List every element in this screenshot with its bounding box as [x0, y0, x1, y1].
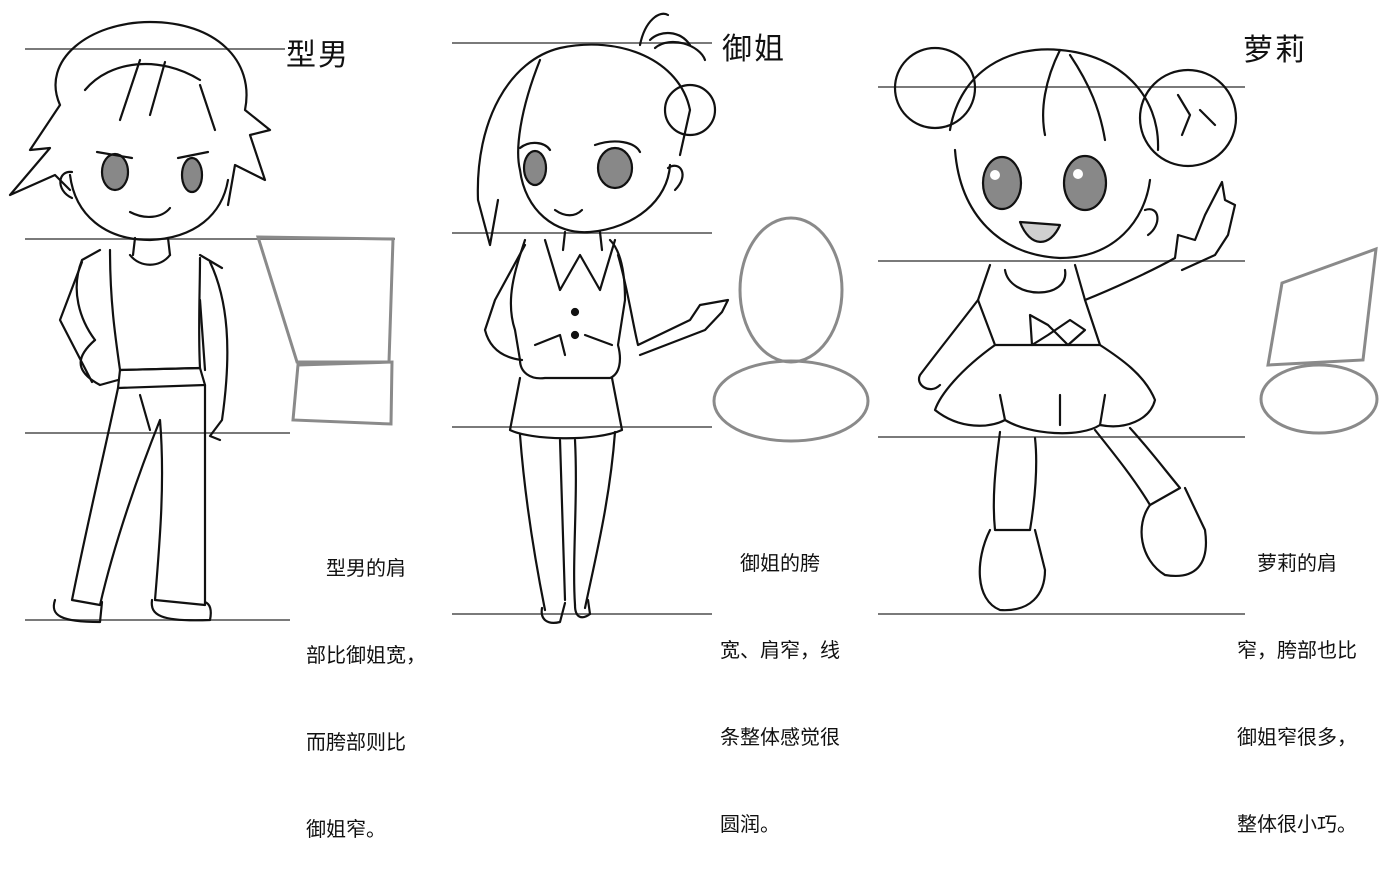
caption-line: 部比御姐宽，: [306, 643, 426, 667]
title-xingnan: 型男: [286, 38, 350, 73]
caption-luoli: 萝莉的肩 窄，胯部也比 御姐窄很多， 整体很小巧。: [1237, 491, 1357, 868]
shoulder-shape-yujie: [738, 216, 844, 364]
title-luoli: 萝莉: [1243, 33, 1307, 68]
shoulder-shape-luoli: [1266, 246, 1378, 367]
character-luoli: [893, 46, 1238, 612]
caption-line: 圆润。: [720, 812, 780, 836]
caption-line: 萝莉的肩: [1237, 551, 1337, 575]
caption-line: 整体很小巧。: [1237, 812, 1357, 836]
title-yujie: 御姐: [722, 32, 786, 67]
caption-line: 宽、肩窄，线: [720, 638, 840, 662]
hip-shape-xingnan: [291, 360, 394, 426]
caption-line: 型男的肩: [306, 556, 406, 580]
caption-line: 条整体感觉很: [720, 725, 840, 749]
illustration-canvas: [8, 12, 1379, 624]
caption-line: 窄，胯部也比: [1237, 638, 1357, 662]
caption-line: 御姐窄很多，: [1237, 725, 1357, 749]
character-xingnan: [8, 20, 272, 624]
character-yujie: [476, 12, 730, 624]
caption-line: 御姐的胯: [720, 551, 820, 575]
shoulder-shape-xingnan: [255, 235, 395, 364]
caption-yujie: 御姐的胯 宽、肩窄，线 条整体感觉很 圆润。: [720, 491, 840, 868]
caption-line: 御姐窄。: [306, 817, 386, 841]
hip-shape-yujie: [712, 359, 870, 443]
caption-xingnan: 型男的肩 部比御姐宽， 而胯部则比 御姐窄。: [306, 496, 426, 873]
body-type-comparison: 型男 御姐 萝莉 型男的肩 部比御姐宽， 而胯部则比 御姐窄。 御姐的胯 宽、肩…: [8, 12, 1379, 841]
caption-line: 而胯部则比: [306, 730, 406, 754]
hip-shape-luoli: [1259, 363, 1379, 435]
